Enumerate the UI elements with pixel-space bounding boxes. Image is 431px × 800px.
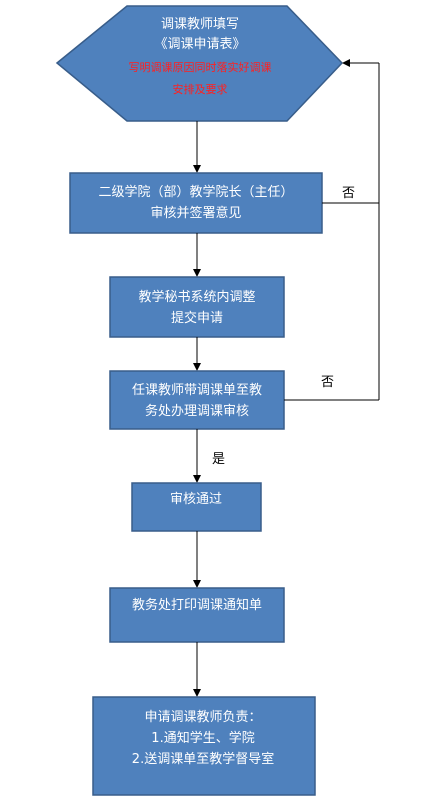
teacher-box — [109, 370, 285, 430]
final-line-1: 申请调课教师负责： — [144, 709, 261, 725]
start-line-2: 《调课申请表》 — [154, 37, 245, 52]
approved-box — [131, 482, 262, 532]
final-line-2: 1.通知学生、学院 — [151, 730, 254, 746]
secretary-box — [109, 276, 285, 338]
print-box — [109, 587, 285, 643]
dean-review-line-1: 二级学院（部）教学院长（主任） — [98, 184, 293, 200]
approved-label: 审核通过 — [170, 492, 222, 507]
dean-review-box — [69, 172, 323, 234]
start-line-1: 调课教师填写 — [161, 16, 239, 32]
final-box — [92, 696, 316, 796]
edge-label-yes: 是 — [212, 452, 225, 467]
teacher-line-2: 务处办理调课审核 — [145, 403, 249, 419]
final-node: 申请调课教师负责： 1.通知学生、学院 2.送调课单至教学督导室 — [92, 696, 316, 796]
secretary-line-1: 教学秘书系统内调整 — [138, 289, 255, 305]
start-note-1: 写明调课原因同时落实好调课 — [129, 60, 272, 74]
approved-node: 审核通过 — [131, 482, 262, 532]
start-note-2: 安排及要求 — [173, 82, 228, 96]
edge-label-no-dean: 否 — [342, 186, 355, 201]
feedback-loop — [284, 59, 380, 401]
secretary-node: 教学秘书系统内调整 提交申请 — [109, 276, 285, 338]
edge-label-no-teacher: 否 — [321, 375, 334, 390]
dean-review-node: 二级学院（部）教学院长（主任） 审核并签署意见 — [69, 172, 323, 234]
secretary-line-2: 提交申请 — [171, 310, 223, 326]
teacher-node: 任课教师带调课单至教 务处办理调课审核 — [109, 370, 285, 430]
print-node: 教务处打印调课通知单 — [109, 587, 285, 643]
dean-review-line-2: 审核并签署意见 — [150, 205, 241, 221]
final-line-3: 2.送调课单至教学督导室 — [132, 751, 274, 767]
print-label: 教务处打印调课通知单 — [132, 597, 262, 613]
teacher-line-1: 任课教师带调课单至教 — [132, 382, 262, 398]
start-node: 调课教师填写 《调课申请表》 写明调课原因同时落实好调课 安排及要求 — [55, 5, 344, 122]
